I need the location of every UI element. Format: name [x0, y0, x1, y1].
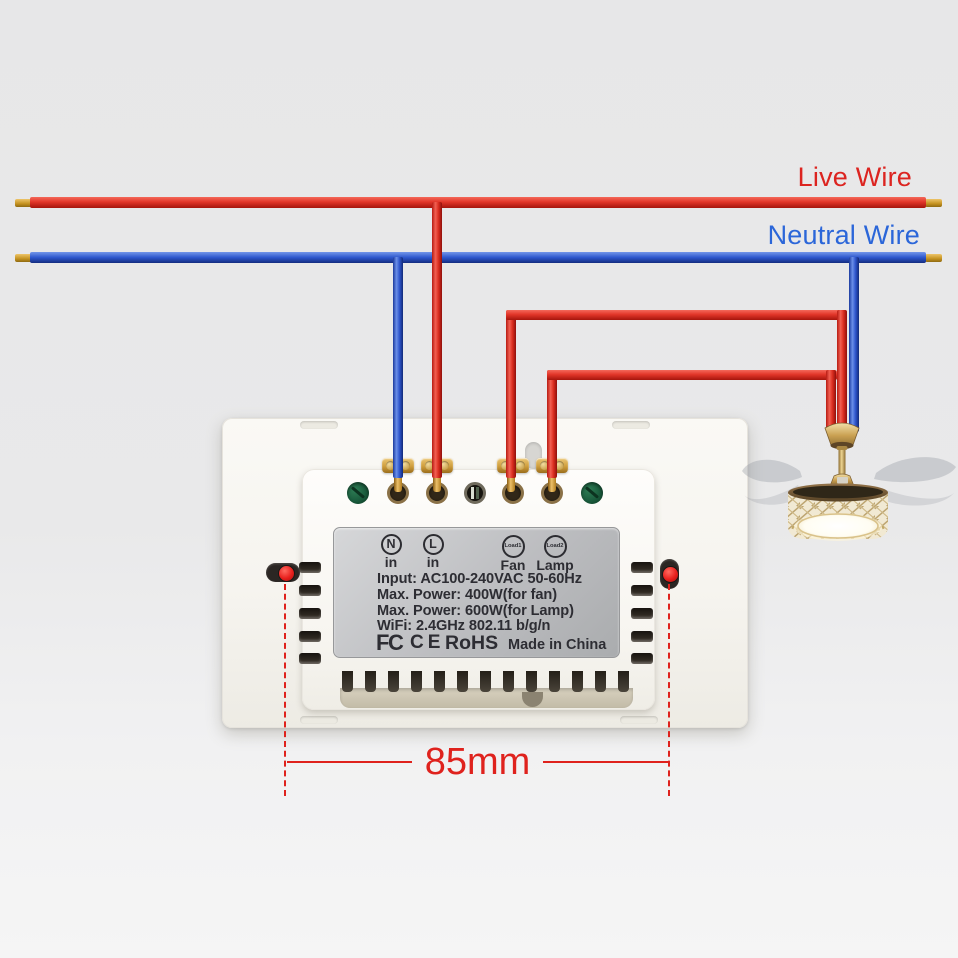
- mounting-dot-left: [279, 566, 294, 581]
- terminal-sublabel-l: in: [426, 554, 440, 570]
- made-in-china-label: Made in China: [508, 637, 607, 653]
- vent-slot: [342, 671, 353, 692]
- live-drop-wire: [432, 202, 442, 478]
- terminal-marking-n: N in: [369, 534, 413, 569]
- neutral-wire-to-fan: [849, 257, 859, 432]
- wire-lead: [507, 474, 515, 492]
- terminal-sublabel-fan: Fan: [500, 557, 526, 573]
- terminal-symbol-l: L: [422, 534, 444, 555]
- plate-tab: [612, 421, 650, 429]
- ce-mark: CE: [410, 632, 445, 653]
- spec-power-fan: Max. Power: 400W(for fan): [377, 587, 557, 603]
- dimension-extension-line-left: [284, 584, 286, 796]
- vent-slot: [526, 671, 537, 692]
- terminal-symbol-n: N: [380, 534, 402, 555]
- mounting-dot-right: [663, 567, 678, 582]
- fan-canopy: [822, 422, 862, 491]
- ground-terminal-left: [347, 482, 369, 504]
- plate-tab: [300, 716, 338, 724]
- wire-lead: [548, 474, 556, 492]
- clip-slot: [299, 608, 321, 619]
- fan-load-wire-up: [506, 310, 516, 478]
- fan-light-drum: [788, 483, 888, 541]
- terminal-marking-l: L in: [411, 534, 455, 569]
- vent-slot: [549, 671, 560, 692]
- clip-slot: [631, 631, 653, 642]
- neutral-drop-wire: [393, 257, 403, 478]
- vent-slot: [480, 671, 491, 692]
- fan-load-wire-down: [837, 310, 847, 432]
- plate-tab: [300, 421, 338, 429]
- clip-slot: [631, 585, 653, 596]
- fan-blades: [742, 457, 956, 506]
- fan-load-wire-across: [506, 310, 847, 320]
- fcc-mark: FC: [376, 630, 404, 655]
- terminal-symbol-load2: Load2: [543, 535, 567, 558]
- clip-slot: [631, 608, 653, 619]
- clip-slot: [631, 653, 653, 664]
- terminal-sublabel-n: in: [384, 554, 398, 570]
- clip-slot: [631, 562, 653, 573]
- live-wire-end-left: [15, 199, 32, 207]
- terminal-middle: [464, 482, 486, 504]
- rohs-mark: RoHS: [445, 632, 499, 654]
- vent-slot: [618, 671, 629, 692]
- vent-slot: [434, 671, 445, 692]
- ceiling-fan: [742, 422, 956, 541]
- vent-slot: [595, 671, 606, 692]
- vent-slot: [457, 671, 468, 692]
- spec-input: Input: AC100-240VAC 50-60Hz: [377, 571, 582, 587]
- vent-slot: [572, 671, 583, 692]
- clip-slot: [299, 631, 321, 642]
- lamp-load-wire-down: [826, 370, 836, 432]
- vent-slot: [388, 671, 399, 692]
- dimension-label: 85mm: [424, 741, 531, 783]
- clip-slot: [299, 562, 321, 573]
- terminal-marking-lamp: Load2 Lamp: [533, 534, 577, 572]
- clip-slot: [299, 653, 321, 664]
- dimension-extension-line-right: [668, 584, 670, 796]
- terminal-symbol-load1: Load1: [501, 535, 525, 558]
- neutral-wire-label: Neutral Wire: [767, 220, 920, 250]
- spec-wifi: WiFi: 2.4GHz 802.11 b/g/n: [377, 618, 551, 634]
- wire-lead: [433, 474, 441, 492]
- vent-slot: [411, 671, 422, 692]
- bottom-notch: [522, 692, 543, 707]
- dimension-annotation: 85mm: [287, 741, 669, 783]
- neutral-wire-end-right: [925, 254, 942, 262]
- terminal-marking-fan: Load1 Fan: [491, 534, 535, 572]
- live-wire: [30, 197, 926, 208]
- vent-slot: [503, 671, 514, 692]
- terminal-sublabel-lamp: Lamp: [536, 557, 574, 573]
- lamp-load-wire-across: [547, 370, 837, 380]
- ground-terminal-right: [581, 482, 603, 504]
- wire-lead: [394, 474, 402, 492]
- lamp-load-wire-up: [547, 370, 557, 478]
- dimension-line-right: [543, 760, 669, 764]
- neutral-wire-end-left: [15, 254, 32, 262]
- plate-tab: [620, 716, 658, 724]
- vent-recess: [340, 688, 633, 708]
- spec-power-lamp: Max. Power: 600W(for Lamp): [377, 603, 574, 619]
- spec-label-panel: N in L in Load1 Fan Load2 Lamp Input: AC…: [333, 527, 620, 658]
- dimension-line-left: [287, 760, 412, 764]
- neutral-wire: [30, 252, 926, 263]
- live-wire-end-right: [925, 199, 942, 207]
- clip-slot: [299, 585, 321, 596]
- vent-slot: [365, 671, 376, 692]
- live-wire-label: Live Wire: [797, 162, 912, 192]
